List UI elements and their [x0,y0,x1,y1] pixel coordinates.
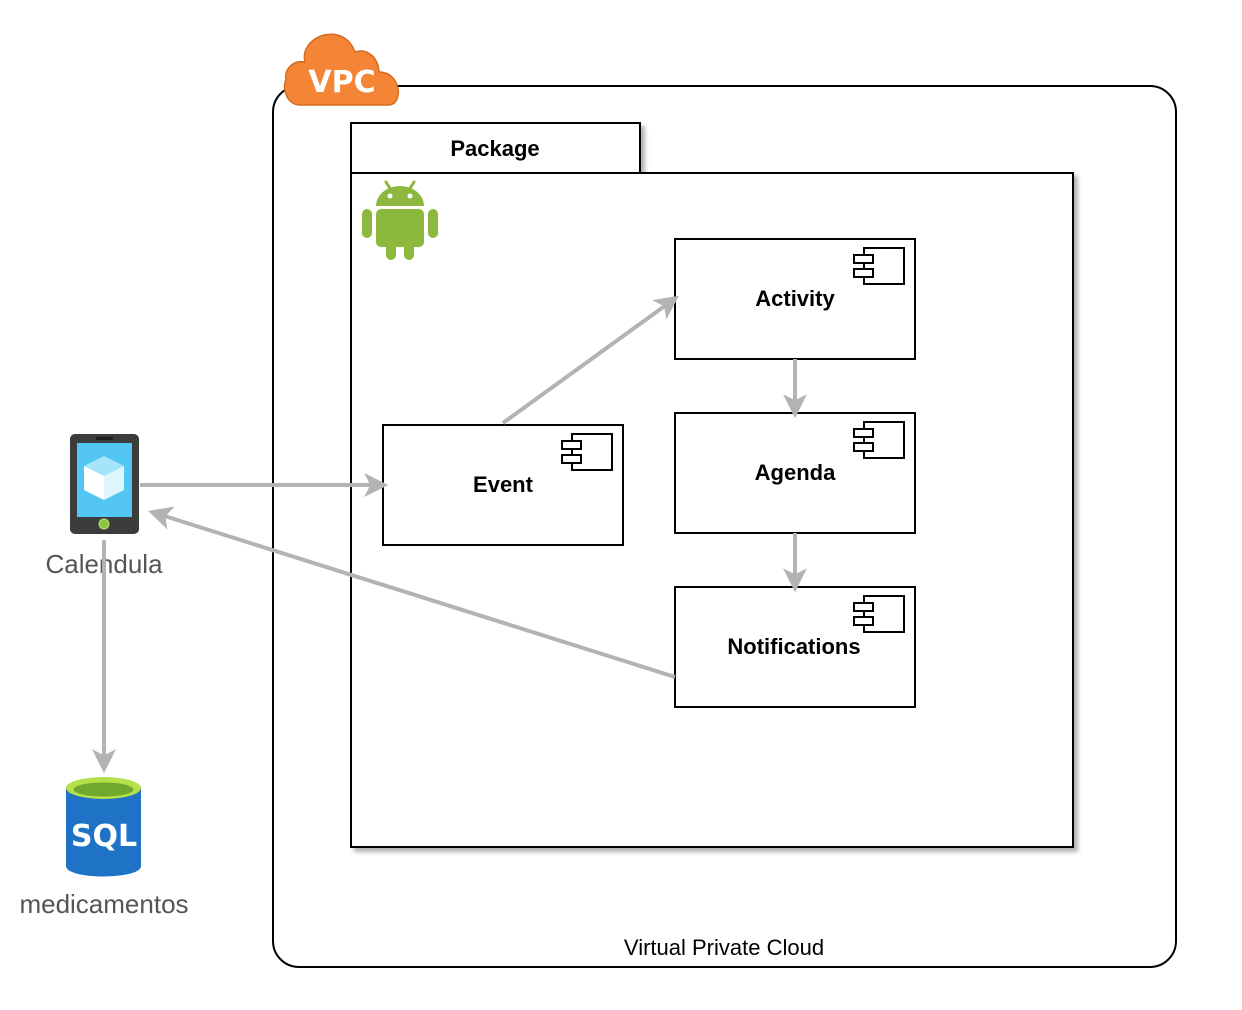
vpc-badge-label: VPC [308,65,375,100]
vpc-caption: Virtual Private Cloud [624,935,824,960]
connectors [92,295,807,774]
component-event[interactable]: Event [382,424,624,546]
component-activity[interactable]: Activity [674,238,916,360]
sql-database-icon: SQL [66,777,141,877]
database-medicamentos[interactable]: SQL medicamentos [19,777,189,919]
mobile-app-icon [70,434,139,534]
component-agenda[interactable]: Agenda [674,412,916,534]
component-label: Event [473,472,534,497]
android-icon [362,180,438,260]
database-label: medicamentos [19,889,188,919]
arrow-event-to-activity [501,295,679,425]
arrow-notifications-to-calendula [148,506,676,679]
vpc-cloud-icon: VPC [283,33,400,106]
package-title: Package [450,136,539,161]
component-label: Activity [755,286,835,311]
database-badge: SQL [71,819,137,854]
component-label: Notifications [727,634,860,659]
component-label: Agenda [755,460,836,485]
component-notifications[interactable]: Notifications [674,586,916,708]
calendula-device[interactable]: Calendula [45,434,163,579]
